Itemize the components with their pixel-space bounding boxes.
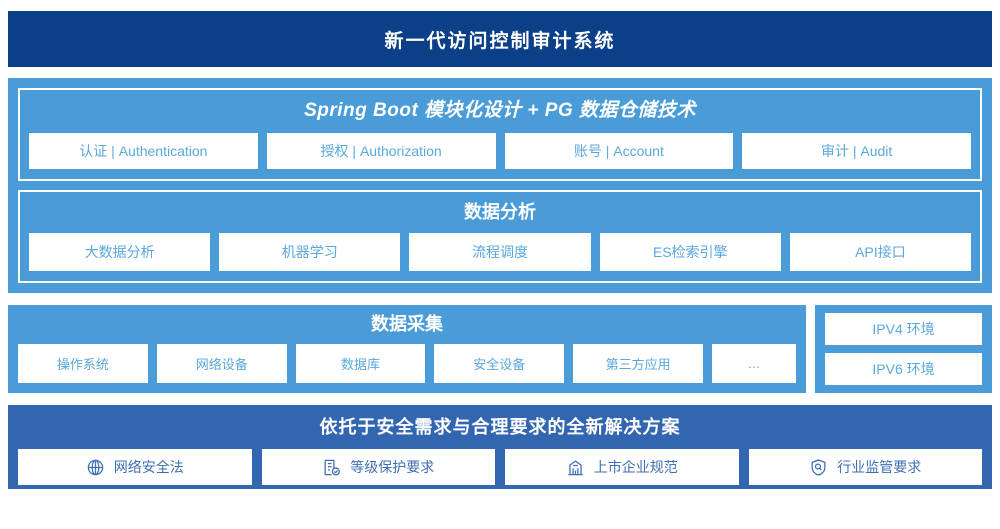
data-collection-title: 数据采集 [371, 314, 443, 334]
chip-network-device[interactable]: 网络设备 [156, 344, 287, 383]
chip-label: 上市企业规范 [593, 459, 678, 475]
chip-label: 网络安全法 [113, 459, 184, 475]
chip-label: 数据库 [340, 357, 380, 372]
chip-classified-protection[interactable]: 等级保护要求 [261, 449, 495, 485]
chip-big-data-analysis[interactable]: 大数据分析 [29, 233, 211, 271]
compliance-chip-row: 网络安全法 等级保护要求 [18, 449, 982, 485]
chip-label: 机器学习 [281, 244, 338, 260]
chip-industry-regulation[interactable]: 行业监管要求 [748, 449, 982, 485]
data-collection-chip-row: 操作系统 网络设备 数据库 安全设备 第三方应用 … [18, 344, 796, 383]
chip-third-party-app[interactable]: 第三方应用 [573, 344, 703, 383]
chip-api-interface[interactable]: API接口 [789, 233, 972, 271]
chip-security-device[interactable]: 安全设备 [434, 344, 565, 383]
framework-group: Spring Boot 模块化设计 + PG 数据仓储技术 认证 | Authe… [18, 88, 982, 181]
chip-label: 认证 | Authentication [79, 142, 208, 159]
data-analysis-title: 数据分析 [464, 202, 536, 222]
chip-database[interactable]: 数据库 [295, 344, 426, 383]
chip-machine-learning[interactable]: 机器学习 [219, 233, 401, 271]
data-analysis-group: 数据分析 大数据分析 机器学习 流程调度 ES检索引擎 API接口 [18, 190, 982, 283]
bank-building-icon [566, 458, 585, 477]
chip-label: API接口 [855, 244, 906, 260]
chip-label: ES检索引擎 [652, 244, 728, 260]
chip-cybersecurity-law[interactable]: 网络安全法 [18, 449, 252, 485]
data-analysis-chip-row: 大数据分析 机器学习 流程调度 ES检索引擎 API接口 [29, 233, 972, 271]
compliance-title: 依托于安全需求与合理要求的全新解决方案 [319, 417, 681, 437]
chip-label: 账号 | Account [573, 142, 664, 159]
chip-audit[interactable]: 审计 | Audit [742, 132, 971, 169]
platform-section: Spring Boot 模块化设计 + PG 数据仓储技术 认证 | Authe… [8, 78, 992, 293]
chip-process-scheduling[interactable]: 流程调度 [409, 233, 591, 271]
shield-search-icon [809, 458, 828, 477]
chip-label: … [747, 356, 761, 371]
chip-ipv6-environment[interactable]: IPV6 环境 [825, 353, 982, 385]
document-check-icon [322, 458, 341, 477]
chip-authentication[interactable]: 认证 | Authentication [29, 132, 258, 169]
header-banner: 新一代访问控制审计系统 [8, 11, 992, 67]
chip-label: 行业监管要求 [837, 459, 922, 475]
chip-label: 流程调度 [472, 244, 528, 260]
chip-label: 操作系统 [56, 357, 109, 372]
globe-icon [86, 458, 105, 477]
chip-more-ellipsis[interactable]: … [711, 344, 796, 383]
page-title: 新一代访问控制审计系统 [384, 30, 616, 52]
chip-label: IPV4 环境 [872, 321, 935, 337]
chip-label: 大数据分析 [84, 244, 155, 260]
compliance-section: 依托于安全需求与合理要求的全新解决方案 网络安全法 [8, 405, 992, 489]
chip-label: 授权 | Authorization [320, 142, 442, 159]
chip-label: IPV6 环境 [872, 361, 935, 377]
chip-account[interactable]: 账号 | Account [504, 132, 734, 169]
chip-ipv4-environment[interactable]: IPV4 环境 [825, 313, 982, 345]
chip-listed-company-standard[interactable]: 上市企业规范 [505, 449, 739, 485]
chip-operating-system[interactable]: 操作系统 [18, 344, 148, 383]
framework-chip-row: 认证 | Authentication 授权 | Authorization 账… [29, 132, 971, 169]
chip-label: 网络设备 [195, 357, 248, 372]
chip-label: 安全设备 [473, 357, 526, 372]
chip-es-search-engine[interactable]: ES检索引擎 [599, 233, 781, 271]
chip-authorization[interactable]: 授权 | Authorization [266, 132, 496, 169]
data-collection-section: 数据采集 操作系统 网络设备 数据库 安全设备 第三方应用 … [8, 305, 806, 393]
collection-section-wrapper: 数据采集 操作系统 网络设备 数据库 安全设备 第三方应用 … [8, 305, 992, 393]
framework-title: Spring Boot 模块化设计 + PG 数据仓储技术 [304, 100, 696, 121]
chip-label: 审计 | Audit [820, 142, 893, 159]
chip-label: 等级保护要求 [350, 459, 435, 475]
ip-environment-panel: IPV4 环境 IPV6 环境 [815, 305, 992, 393]
chip-label: 第三方应用 [605, 357, 671, 372]
